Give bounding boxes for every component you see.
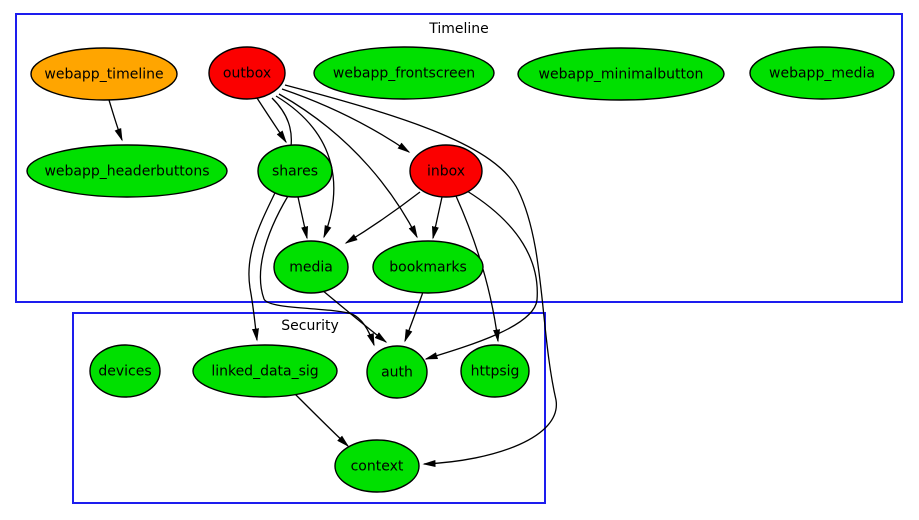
edge-outbox-bookmarks — [278, 93, 418, 239]
edge-inbox-media — [344, 191, 421, 244]
node-linked_data_sig — [192, 344, 338, 398]
node-inbox — [409, 144, 483, 198]
node-auth — [366, 345, 428, 399]
node-httpsig — [460, 344, 530, 398]
edge-shares-media — [297, 196, 309, 240]
node-webapp_headerbuttons — [26, 144, 228, 198]
cluster-label-security: Security — [281, 318, 339, 334]
node-outbox — [208, 46, 286, 100]
edge-outbox-shares — [256, 97, 287, 144]
node-webapp_media — [749, 46, 895, 100]
cluster-security — [72, 312, 546, 504]
cluster-label-timeline: Timeline — [428, 21, 489, 37]
edge-media-auth — [321, 289, 388, 343]
edge-inbox-auth — [424, 190, 538, 360]
node-webapp_timeline — [30, 47, 178, 101]
node-media — [273, 240, 349, 294]
edge-linked_data_sig-context — [294, 393, 350, 448]
node-context — [334, 439, 420, 493]
cluster-timeline — [15, 13, 903, 303]
edge-inbox-bookmarks — [431, 196, 443, 240]
node-devices — [89, 344, 161, 398]
node-webapp_minimalbutton — [517, 47, 725, 101]
node-shares — [257, 144, 333, 198]
edge-outbox-context — [284, 84, 557, 468]
edge-outbox-linked_data_sig — [248, 97, 292, 342]
edge-webapp_timeline-webapp_headerbuttons — [108, 99, 123, 142]
node-bookmarks — [372, 240, 484, 294]
edge-outbox-inbox — [281, 88, 411, 153]
node-webapp_frontscreen — [313, 46, 495, 100]
edge-bookmarks-auth — [404, 291, 424, 343]
